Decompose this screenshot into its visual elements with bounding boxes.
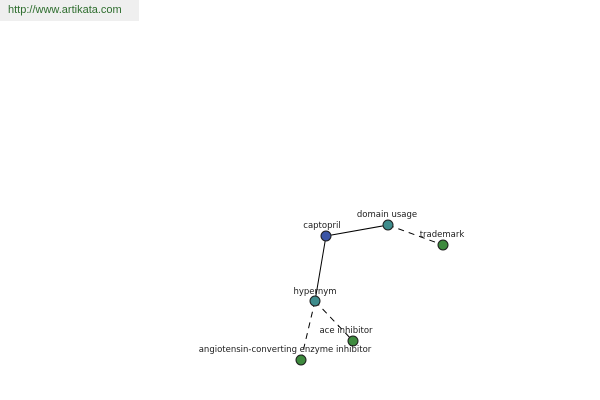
edge-captopril-to-hypernym bbox=[314, 235, 327, 302]
edge-domain-usage-to-trademark bbox=[387, 224, 444, 246]
node-label: trademark bbox=[420, 230, 465, 240]
node-marker[interactable] bbox=[309, 295, 321, 307]
node-label: hypernym bbox=[293, 287, 336, 297]
node-captopril[interactable]: captopril bbox=[303, 221, 341, 242]
node-label: ace inhibitor bbox=[319, 326, 373, 336]
node-marker[interactable] bbox=[437, 239, 449, 251]
edge-captopril-to-domain-usage bbox=[325, 224, 389, 237]
node-ace-inhibitor[interactable]: ace inhibitor bbox=[319, 326, 373, 347]
node-trademark[interactable]: trademark bbox=[420, 230, 465, 251]
node-angiotensin-converting-enzyme-inhibitor[interactable]: angiotensin-converting enzyme inhibitor bbox=[199, 345, 372, 366]
graph-edges bbox=[300, 224, 444, 361]
node-hypernym[interactable]: hypernym bbox=[293, 287, 337, 307]
node-marker[interactable] bbox=[382, 219, 394, 231]
node-label: domain usage bbox=[357, 210, 417, 220]
edge-hypernym-to-ace-inhibitor bbox=[314, 300, 354, 342]
node-label: captopril bbox=[303, 221, 340, 231]
node-marker[interactable] bbox=[347, 335, 359, 347]
node-marker[interactable] bbox=[295, 354, 307, 366]
node-label: angiotensin-converting enzyme inhibitor bbox=[199, 345, 372, 355]
source-url-text[interactable]: http://www.artikata.com bbox=[0, 0, 139, 21]
node-domain-usage[interactable]: domain usage bbox=[357, 210, 417, 231]
node-marker[interactable] bbox=[320, 230, 332, 242]
